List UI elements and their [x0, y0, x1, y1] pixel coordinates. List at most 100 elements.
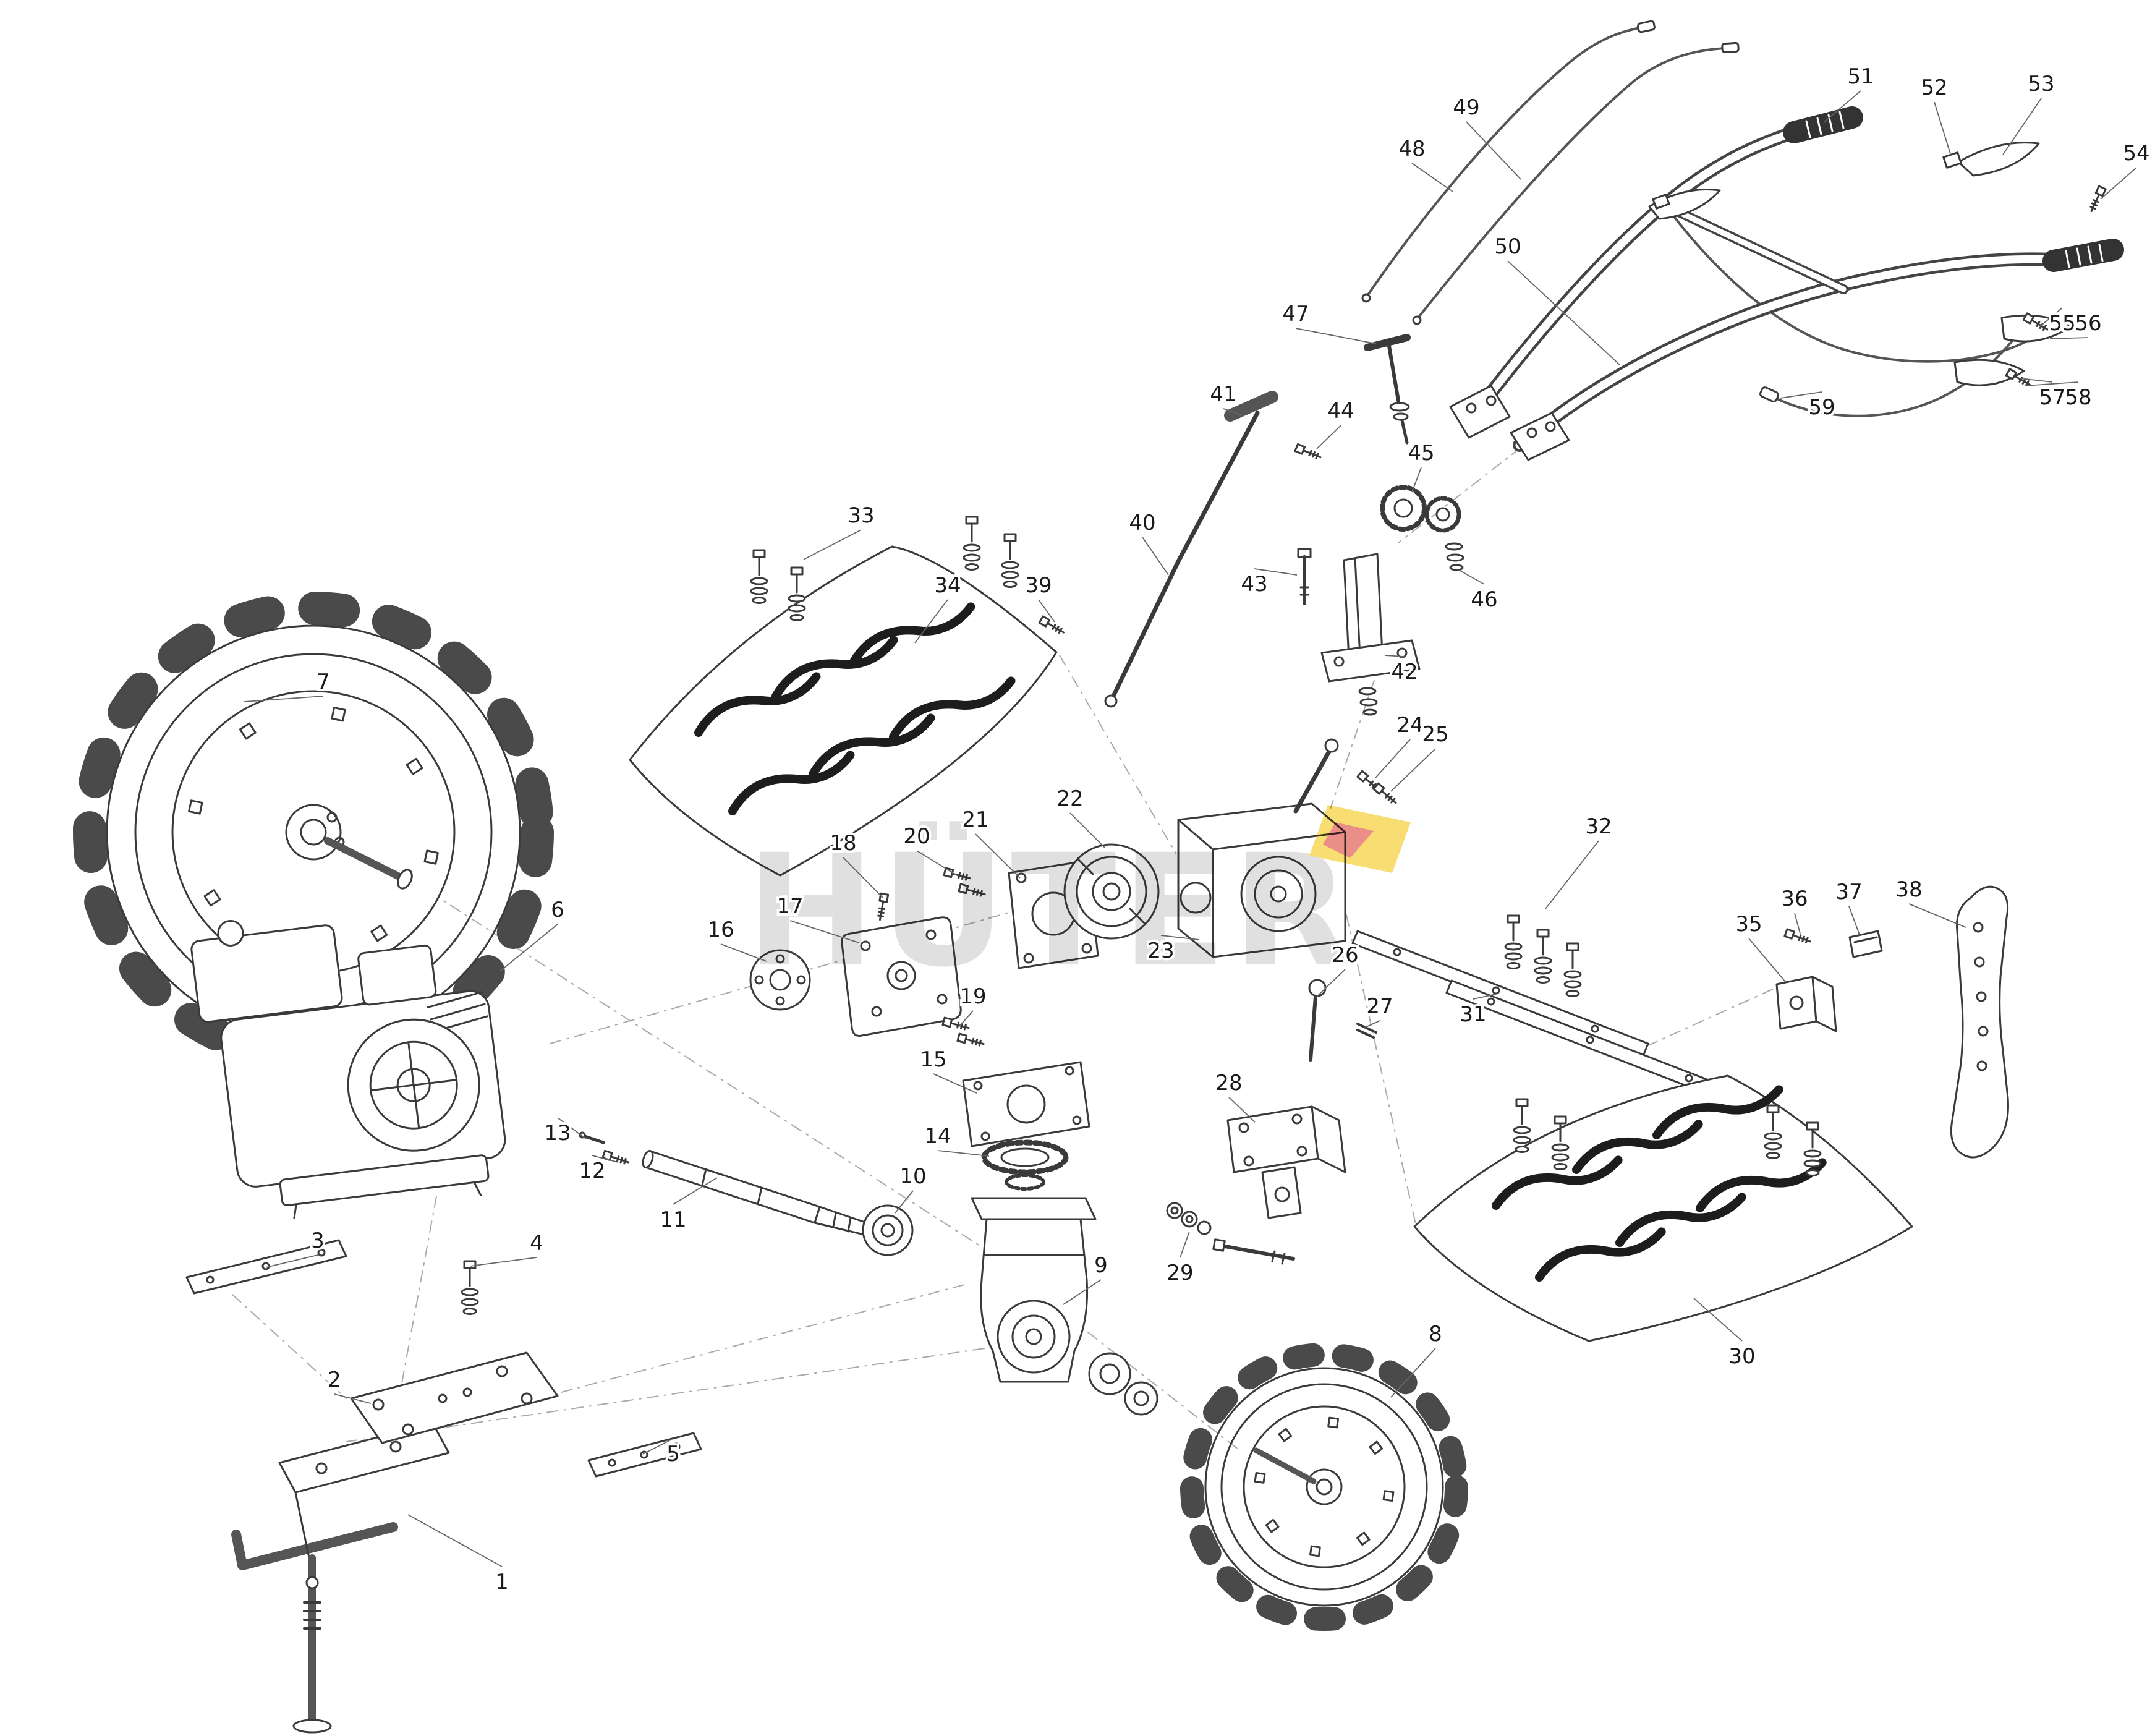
- leader-line-4: [469, 1257, 537, 1267]
- part-label-10: 10: [899, 1164, 926, 1189]
- part-label-52: 52: [1921, 75, 1947, 100]
- part-label-46: 46: [1471, 587, 1497, 612]
- part-label-47: 47: [1282, 302, 1309, 326]
- part-label-36: 36: [1781, 887, 1808, 911]
- fender-right: [1413, 1074, 1913, 1342]
- leader-line-59: [1780, 391, 1822, 399]
- leader-line-44: [1316, 425, 1341, 449]
- leader-line-28: [1228, 1097, 1256, 1123]
- part-label-41: 41: [1210, 382, 1236, 407]
- part-label-51: 51: [1847, 64, 1874, 89]
- bolt-stack-33d: [1001, 533, 1019, 588]
- front-stand: [231, 1422, 450, 1734]
- part-label-40: 40: [1129, 511, 1155, 535]
- part-label-17: 17: [776, 894, 803, 919]
- leader-line-16: [720, 943, 767, 962]
- leader-line-42: [1384, 655, 1405, 657]
- leader-line-11: [673, 1177, 718, 1205]
- part-label-29: 29: [1167, 1261, 1193, 1285]
- lever-57: [1953, 359, 2025, 386]
- part-label-33: 33: [848, 503, 874, 528]
- leader-line-13: [557, 1117, 587, 1139]
- part-label-23: 23: [1147, 938, 1174, 963]
- part-label-48: 48: [1398, 137, 1425, 161]
- leader-line-54: [2100, 167, 2137, 200]
- leader-line-20: [916, 850, 958, 876]
- watermark-text: HÜTER: [746, 821, 1356, 1001]
- leader-line-45: [1411, 467, 1422, 493]
- part-label-38: 38: [1895, 877, 1922, 902]
- part-label-2: 2: [328, 1368, 341, 1392]
- leader-line-1: [407, 1514, 503, 1567]
- bolt-stack-32c: [1563, 942, 1582, 997]
- leader-line-31: [1473, 994, 1497, 1000]
- leader-line-19: [959, 1010, 974, 1027]
- pin-36: [1783, 928, 1813, 947]
- leader-line-5: [642, 1438, 674, 1455]
- part-label-15: 15: [920, 1047, 946, 1072]
- watermark-flag-arrow-icon: [1323, 822, 1374, 858]
- mount-plates-gaskets: [749, 859, 1099, 1147]
- part-label-59: 59: [1808, 395, 1835, 420]
- part-label-21: 21: [962, 807, 988, 832]
- part-label-30: 30: [1728, 1344, 1755, 1369]
- leader-line-27: [1364, 1020, 1380, 1028]
- part-label-9: 9: [1094, 1253, 1108, 1278]
- part-label-19: 19: [959, 984, 986, 1009]
- leader-line-9: [1063, 1279, 1102, 1305]
- part-label-54: 54: [2123, 141, 2149, 166]
- leader-line-40: [1142, 537, 1169, 576]
- leader-line-22: [1069, 812, 1106, 849]
- fender-left: [629, 545, 1058, 877]
- part-label-31: 31: [1460, 1002, 1486, 1027]
- leader-line-6: [500, 924, 558, 971]
- leader-line-57: [2020, 378, 2053, 383]
- part-label-53: 53: [2028, 72, 2054, 96]
- leader-line-39: [1038, 599, 1055, 623]
- part-label-8: 8: [1429, 1322, 1442, 1347]
- part-label-44: 44: [1327, 399, 1354, 423]
- leader-line-47: [1295, 328, 1377, 344]
- construction-lines: [232, 447, 1776, 1452]
- leader-line-26: [1316, 969, 1346, 997]
- leader-line-38: [1908, 903, 1966, 928]
- part-label-49: 49: [1453, 95, 1479, 120]
- bolt-stack-32b: [1534, 929, 1552, 984]
- leader-line-14: [937, 1150, 990, 1157]
- bolt-stack-33c: [963, 516, 981, 571]
- depth-stake-bracket: [1775, 930, 1883, 1032]
- leader-line-58: [2025, 381, 2079, 386]
- bolt-54: [2087, 185, 2107, 214]
- part-label-27: 27: [1366, 994, 1393, 1019]
- leader-line-37: [1848, 906, 1860, 935]
- leader-line-53: [2002, 98, 2042, 155]
- leader-line-10: [895, 1190, 914, 1214]
- part-label-14: 14: [924, 1124, 951, 1149]
- part-label-32: 32: [1585, 814, 1612, 839]
- mount-plate: [350, 1351, 559, 1444]
- leader-line-41: [1223, 408, 1243, 416]
- leader-line-50: [1507, 260, 1620, 365]
- leader-line-43: [1254, 568, 1298, 576]
- part-label-34: 34: [934, 573, 961, 598]
- part-label-56: 56: [2075, 311, 2101, 336]
- strip-plate-right: [587, 1432, 702, 1478]
- bolt-19b: [956, 1032, 986, 1049]
- leader-line-17: [789, 920, 860, 943]
- part-label-45: 45: [1408, 441, 1434, 466]
- part-label-57: 57: [2039, 385, 2065, 410]
- gearbox: [971, 1139, 1158, 1416]
- part-label-3: 3: [311, 1228, 325, 1253]
- shift-rod: [1104, 391, 1278, 708]
- part-label-50: 50: [1494, 234, 1521, 259]
- lever-left: [1648, 189, 1721, 220]
- part-label-43: 43: [1241, 572, 1267, 597]
- leader-line-46: [1458, 569, 1485, 585]
- part-label-26: 26: [1332, 943, 1358, 968]
- part-label-28: 28: [1215, 1071, 1242, 1096]
- leader-line-48: [1411, 163, 1453, 192]
- part-label-12: 12: [579, 1159, 605, 1183]
